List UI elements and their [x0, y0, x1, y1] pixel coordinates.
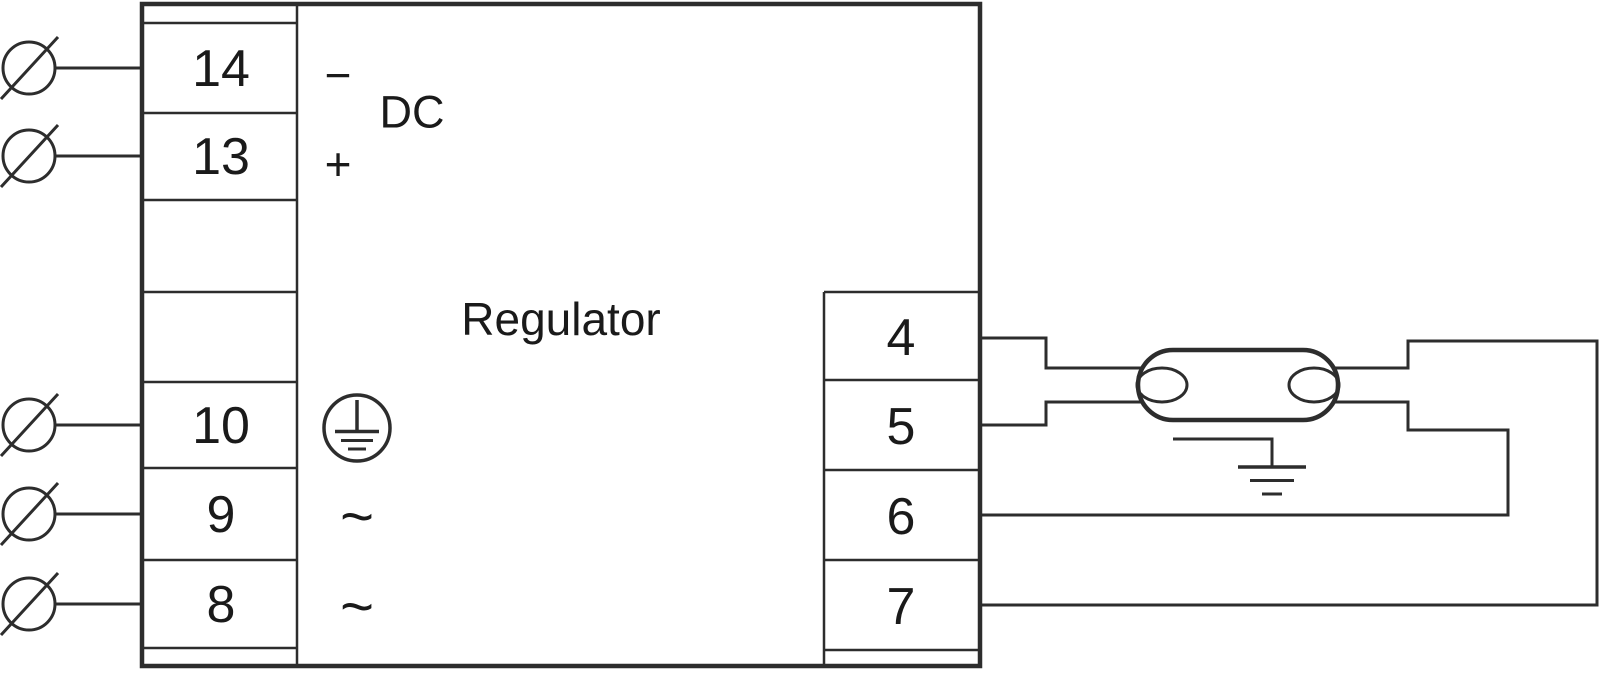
terminal-6-label: 6 [887, 488, 916, 546]
wire-terminal-6-to-lamp-right-bottom [980, 400, 1510, 517]
plus-label: + [325, 138, 352, 190]
wire-end-slash [0, 481, 60, 547]
terminal-4-label: 4 [887, 309, 916, 367]
terminal-8-label: 8 [207, 576, 236, 634]
ac-label-top: ~ [340, 485, 374, 550]
wire-terminal-5-to-lamp-left-bottom [980, 400, 1142, 427]
wire-terminal-7-to-lamp-right-top [980, 339, 1599, 607]
terminal-5-label: 5 [887, 398, 916, 456]
lamp-wiring [980, 336, 1599, 607]
lamp-symbol [1135, 347, 1341, 423]
wire-end-icon [1, 397, 57, 453]
earth-ground-icon [1173, 437, 1306, 496]
terminal-7-label: 7 [887, 578, 916, 636]
wire-end-icon [1, 486, 57, 542]
wire-end-icon [1, 576, 57, 632]
terminal-10-label: 10 [192, 397, 250, 455]
wire-end-slash [0, 392, 60, 458]
wire-end-slash [0, 571, 60, 637]
regulator-title: Regulator [461, 293, 660, 345]
ground-lead [1173, 437, 1274, 466]
left-terminal-block: 14 13 10 9 8 [143, 6, 299, 664]
regulator-border [139, 1, 983, 669]
wire-terminal-9 [0, 481, 143, 547]
terminal-14-label: 14 [192, 40, 250, 98]
lamp-electrode-left [1135, 366, 1189, 404]
minus-label: − [325, 49, 352, 101]
wire-end-slash [0, 35, 60, 101]
protective-earth-icon [322, 393, 392, 463]
wire-terminal-10 [0, 392, 143, 458]
terminal-9-label: 9 [207, 486, 236, 544]
ac-label-bottom: ~ [340, 575, 374, 640]
lamp-tube [1135, 347, 1341, 423]
wire-terminal-14 [0, 35, 143, 101]
terminal-13-label: 13 [192, 128, 250, 186]
wire-end-icon [1, 128, 57, 184]
right-terminal-block: 4 5 6 7 [822, 290, 978, 664]
wire-terminal-13 [0, 123, 143, 189]
wire-end-icon [1, 40, 57, 96]
dc-label: DC [380, 87, 445, 138]
wire-end-slash [0, 123, 60, 189]
wire-terminal-8 [0, 571, 143, 637]
polarity-labels: − DC + ~ ~ [325, 49, 445, 640]
wire-terminal-4-to-lamp-left-top [980, 336, 1142, 370]
lamp-electrode-right [1287, 366, 1341, 404]
regulator-box: Regulator [139, 1, 983, 669]
